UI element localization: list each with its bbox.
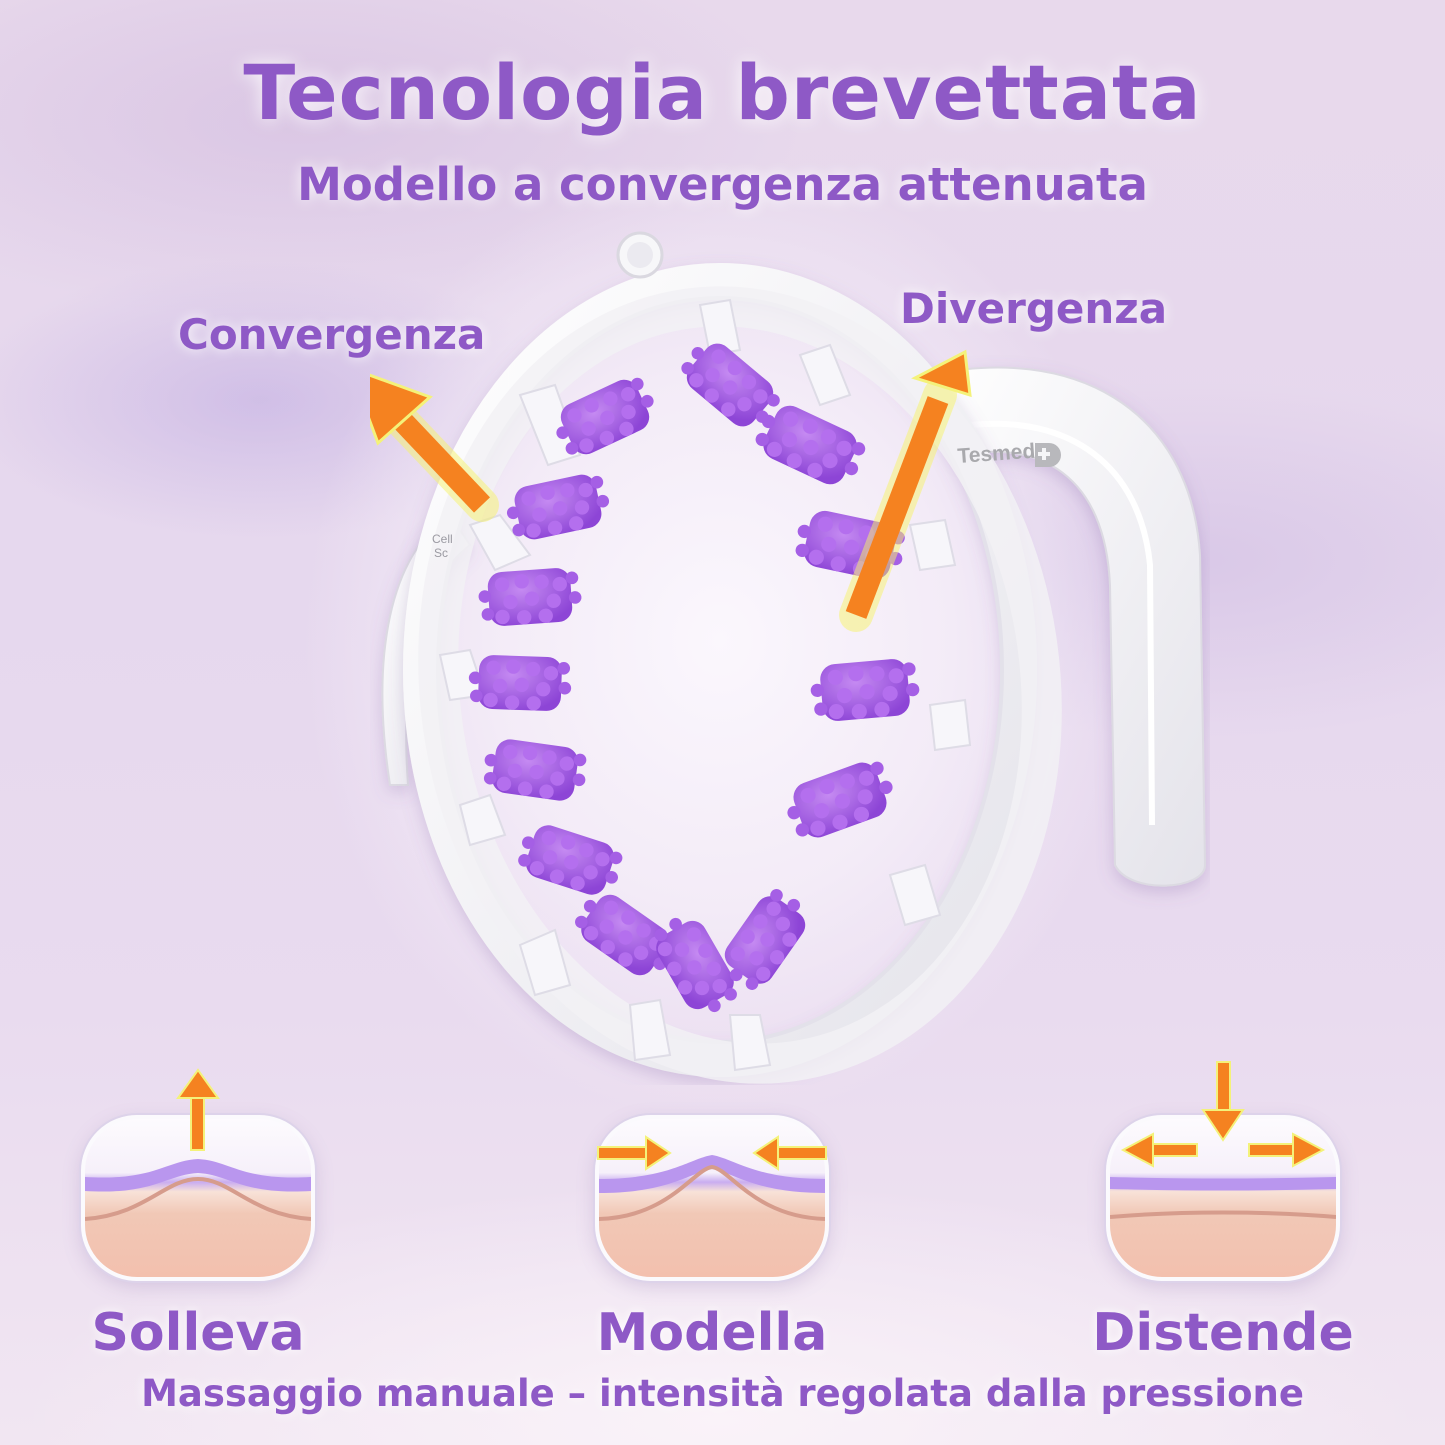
benefit-shape-label: Modella bbox=[596, 1303, 828, 1363]
svg-text:Tesmed: Tesmed bbox=[957, 440, 1036, 468]
convergence-arrow-icon bbox=[370, 373, 499, 522]
arrows-inward-icon bbox=[597, 1135, 827, 1171]
benefit-lift-label: Solleva bbox=[91, 1303, 305, 1363]
massage-roller-device: Tesmed Cell Sc bbox=[370, 225, 1210, 1085]
page-subtitle: Modello a convergenza attenuata bbox=[297, 158, 1148, 211]
page-title: Tecnologia brevettata bbox=[243, 48, 1202, 137]
benefit-stretch-label: Distende bbox=[1092, 1303, 1354, 1363]
benefit-lift: Solleva bbox=[48, 1060, 348, 1363]
divergence-arrow-icon bbox=[839, 349, 972, 632]
footer-caption: Massaggio manuale – intensità regolata d… bbox=[141, 1372, 1304, 1415]
svg-text:Cell: Cell bbox=[432, 532, 453, 546]
benefit-shape: Modella bbox=[562, 1060, 862, 1363]
convergence-label: Convergenza bbox=[178, 310, 486, 359]
device-illustration: Tesmed Cell Sc bbox=[370, 231, 1207, 1084]
arrow-up-icon bbox=[176, 1068, 220, 1151]
shape-illustration bbox=[595, 1115, 829, 1281]
arrows-outward-down-icon bbox=[1120, 1061, 1326, 1168]
divergence-label: Divergenza bbox=[900, 284, 1168, 333]
svg-text:Sc: Sc bbox=[434, 546, 448, 560]
tesmed-logo-icon: Tesmed bbox=[957, 440, 1061, 468]
benefit-stretch: Distende bbox=[1073, 1060, 1373, 1363]
